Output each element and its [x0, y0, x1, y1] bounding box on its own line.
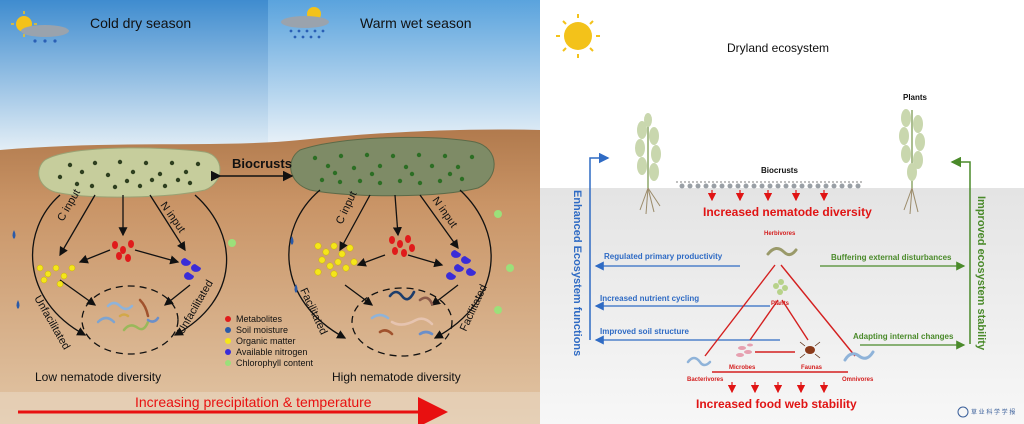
fauna-icon — [799, 341, 821, 359]
increased-diversity-label: Increased nematode diversity — [703, 205, 872, 219]
right-axis — [950, 156, 971, 344]
cycle-warm — [288, 189, 492, 357]
nitrogen-cold — [181, 258, 201, 280]
down-arrows-bottom — [727, 382, 829, 394]
node-microbes: Microbes — [729, 365, 756, 371]
node-omnivores: Omnivores — [842, 377, 874, 383]
organic-matter-cold — [36, 264, 76, 288]
left-axis — [589, 152, 610, 340]
high-diversity-label: High nematode diversity — [332, 370, 461, 384]
food-web — [704, 264, 856, 373]
journal-logo: 草 业 科 学 学 报 — [957, 406, 1015, 418]
nematodes-cold — [96, 298, 160, 332]
bacterivore-icon — [686, 356, 712, 367]
node-bacterivores: Bacterivores — [687, 377, 724, 383]
chlorophyll-cold — [228, 239, 236, 247]
season-cold-label: Cold dry season — [90, 15, 191, 31]
legend-label: Soil moisture — [236, 325, 288, 335]
legend-swatch — [225, 316, 231, 322]
legend-swatch — [225, 327, 231, 333]
metabolites-warm — [389, 235, 415, 257]
left-axis-label: Enhanced Ecosystem functions — [571, 190, 583, 356]
soil-moisture-drops-cold — [12, 230, 20, 309]
biocrust-patch-cold — [38, 147, 221, 198]
legend-label: Metabolites — [236, 314, 283, 324]
legend-swatch — [225, 360, 231, 366]
sun-cloud-icon-cold — [11, 11, 69, 43]
plant-left — [635, 113, 661, 215]
legend-label: Chlorophyll content — [236, 358, 314, 368]
low-diversity-label: Low nematode diversity — [35, 370, 161, 384]
organic-matter-warm — [314, 242, 358, 278]
right-item-1: Buffering external disturbances — [831, 253, 952, 262]
legend-label: Organic matter — [236, 336, 296, 346]
node-plants: Plants — [771, 301, 790, 307]
left-function-arrows — [594, 261, 780, 345]
herbivore-icon — [766, 247, 798, 257]
gradient-label: Increasing precipitation & temperature — [135, 394, 372, 410]
left-item-2: Increased nutrient cycling — [600, 294, 699, 303]
microbes-icon — [736, 343, 753, 357]
biocrust-row — [679, 183, 861, 189]
legend-swatch — [225, 349, 231, 355]
node-herbivores: Herbivores — [764, 231, 796, 237]
right-panel: Dryland ecosystem Plants Biocrusts — [540, 0, 1024, 424]
food-web-stability-label: Increased food web stability — [696, 397, 857, 411]
svg-text:草 业 科 学 学 报: 草 业 科 学 学 报 — [971, 408, 1015, 416]
soil-moisture-drops-warm — [290, 236, 298, 293]
down-arrows-top — [707, 190, 829, 202]
plant-right — [899, 109, 925, 215]
sun-cloud-icon-warm — [281, 7, 329, 39]
left-panel: Cold dry season Warm wet season — [0, 0, 540, 424]
right-item-2: Adapting internal changes — [853, 332, 954, 341]
right-title: Dryland ecosystem — [727, 41, 829, 55]
right-stability-arrows — [820, 261, 966, 350]
biocrusts-label-left: Biocrusts — [232, 156, 292, 171]
biocrusts-label-right: Biocrusts — [761, 166, 798, 175]
legend-label: Available nitrogen — [236, 347, 307, 357]
plants-label: Plants — [903, 93, 928, 102]
metabolites-cold — [112, 240, 134, 262]
nitrogen-warm — [446, 250, 476, 280]
left-item-1: Regulated primary productivity — [604, 252, 723, 261]
legend-swatch — [225, 338, 231, 344]
chlorophyll-warm — [494, 210, 514, 314]
left-item-3: Improved soil structure — [600, 327, 689, 336]
nematodes-warm — [370, 290, 434, 336]
right-axis-label: Improved ecosystem stability — [975, 196, 987, 351]
sun-icon — [556, 14, 600, 58]
omnivore-icon — [843, 350, 875, 362]
season-warm-label: Warm wet season — [360, 15, 472, 31]
biocrust-patch-warm — [290, 136, 495, 197]
node-faunas: Faunas — [801, 365, 823, 371]
plant-roots-icon — [773, 279, 788, 295]
cycle-cold — [32, 194, 228, 355]
